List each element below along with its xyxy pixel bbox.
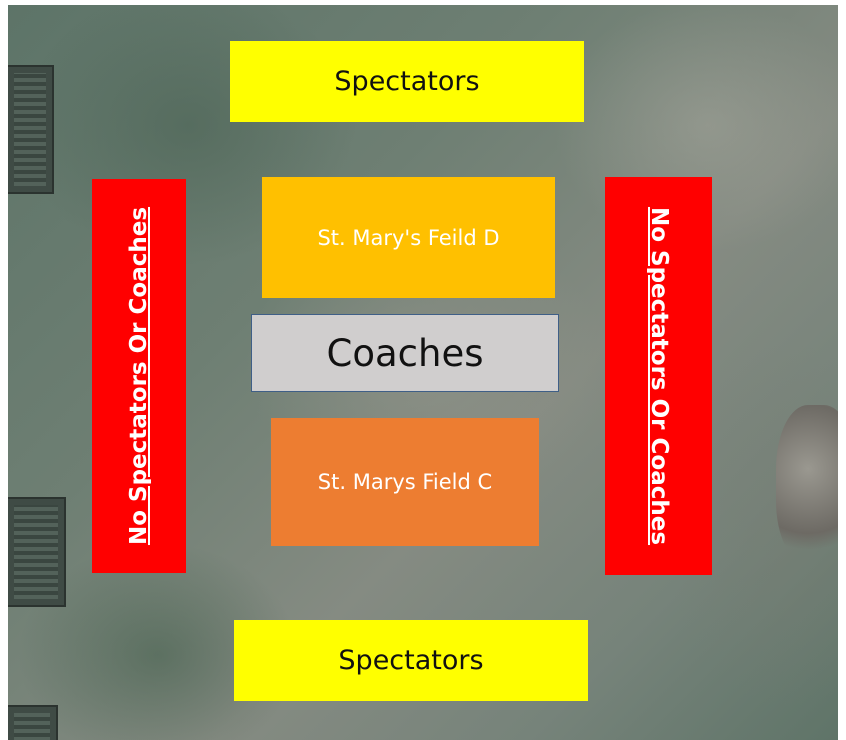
bleacher-structure-bottom-left bbox=[8, 497, 66, 607]
bleacher-structure-top-left bbox=[8, 65, 54, 194]
spectators-zone-bottom: Spectators bbox=[234, 620, 588, 701]
no-spectators-zone-right-label: No Spectators Or Coaches bbox=[645, 206, 672, 546]
field-d-zone: St. Mary's Feild D bbox=[262, 177, 555, 298]
field-d-label: St. Mary's Feild D bbox=[317, 225, 500, 250]
no-spectators-zone-left-label: No Spectators Or Coaches bbox=[126, 206, 152, 546]
field-c-label: St. Marys Field C bbox=[317, 470, 493, 494]
no-spectators-zone-left: No Spectators Or Coaches bbox=[92, 179, 186, 573]
spectators-zone-bottom-label: Spectators bbox=[338, 645, 484, 676]
spectators-zone-top: Spectators bbox=[230, 41, 584, 122]
aerial-field-map: Spectators No Spectators Or Coaches No S… bbox=[8, 5, 838, 740]
spectators-zone-top-label: Spectators bbox=[334, 66, 480, 97]
field-c-zone: St. Marys Field C bbox=[271, 418, 539, 546]
coaches-label: Coaches bbox=[326, 331, 484, 375]
tree-cluster-right bbox=[776, 405, 838, 565]
bleacher-structure-bottom-edge bbox=[8, 705, 58, 740]
no-spectators-zone-right: No Spectators Or Coaches bbox=[605, 177, 712, 575]
coaches-zone: Coaches bbox=[251, 314, 559, 392]
